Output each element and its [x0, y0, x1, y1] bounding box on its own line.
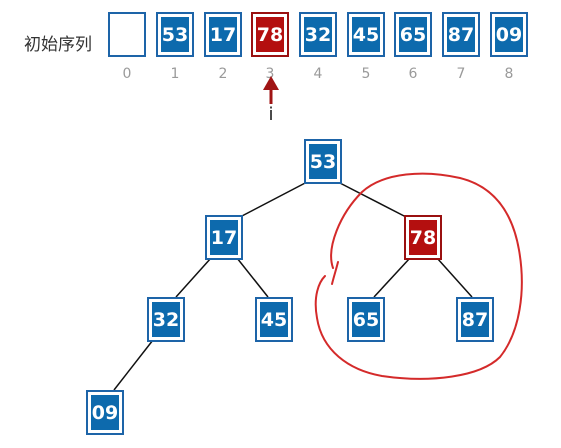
- pointer-i-label: i: [268, 104, 274, 125]
- tree-node-value: 53: [309, 144, 337, 179]
- tree-node-09: 09: [86, 390, 124, 435]
- array-index-5: 5: [361, 66, 371, 82]
- pointer-arrow-head: [263, 76, 279, 90]
- tree-node-17: 17: [205, 215, 243, 260]
- tree-edge-53-17: [239, 180, 310, 218]
- tree-node-32: 32: [147, 297, 185, 342]
- tree-edge-78-87: [436, 257, 473, 298]
- array-cell-2: 17: [204, 12, 242, 57]
- array-index-2: 2: [218, 66, 228, 82]
- tree-node-78: 78: [404, 215, 442, 260]
- tree-node-value: 09: [91, 395, 119, 430]
- tree-edge-17-32: [175, 257, 212, 298]
- array-index-0: 0: [122, 66, 132, 82]
- tree-node-value: 65: [352, 302, 380, 337]
- array-cell-8: 09: [490, 12, 528, 57]
- array-cell-value: [113, 17, 141, 52]
- array-cell-value: 65: [399, 17, 427, 52]
- array-cell-1: 53: [156, 12, 194, 57]
- array-cell-7: 87: [442, 12, 480, 57]
- tree-edge-53-78: [335, 180, 409, 219]
- array-cell-value: 53: [161, 17, 189, 52]
- tree-node-53: 53: [304, 139, 342, 184]
- array-index-4: 4: [313, 66, 323, 82]
- tree-node-value: 87: [461, 302, 489, 337]
- tree-node-45: 45: [255, 297, 293, 342]
- array-cell-6: 65: [394, 12, 432, 57]
- array-cell-value: 78: [256, 17, 284, 52]
- array-index-3: 3: [265, 66, 275, 82]
- array-cell-0: [108, 12, 146, 57]
- array-cell-5: 45: [347, 12, 385, 57]
- tree-node-87: 87: [456, 297, 494, 342]
- array-cell-value: 17: [209, 17, 237, 52]
- tree-node-value: 78: [409, 220, 437, 255]
- array-cell-value: 87: [447, 17, 475, 52]
- tree-edge-17-45: [236, 257, 269, 298]
- array-index-1: 1: [170, 66, 180, 82]
- array-cell-value: 32: [304, 17, 332, 52]
- array-cell-value: 45: [352, 17, 380, 52]
- tree-edge-32-09: [113, 339, 154, 391]
- tree-node-value: 45: [260, 302, 288, 337]
- array-index-7: 7: [456, 66, 466, 82]
- sequence-label: 初始序列: [24, 35, 92, 55]
- array-cell-value: 09: [495, 17, 523, 52]
- tree-node-value: 32: [152, 302, 180, 337]
- array-index-6: 6: [408, 66, 418, 82]
- tree-edge-78-65: [373, 257, 411, 298]
- array-index-8: 8: [504, 66, 514, 82]
- tree-node-65: 65: [347, 297, 385, 342]
- annotation-stroke-start: [331, 261, 339, 285]
- tree-node-value: 17: [210, 220, 238, 255]
- array-cell-4: 32: [299, 12, 337, 57]
- array-cell-3: 78: [251, 12, 289, 57]
- annotation-circle: [314, 172, 523, 380]
